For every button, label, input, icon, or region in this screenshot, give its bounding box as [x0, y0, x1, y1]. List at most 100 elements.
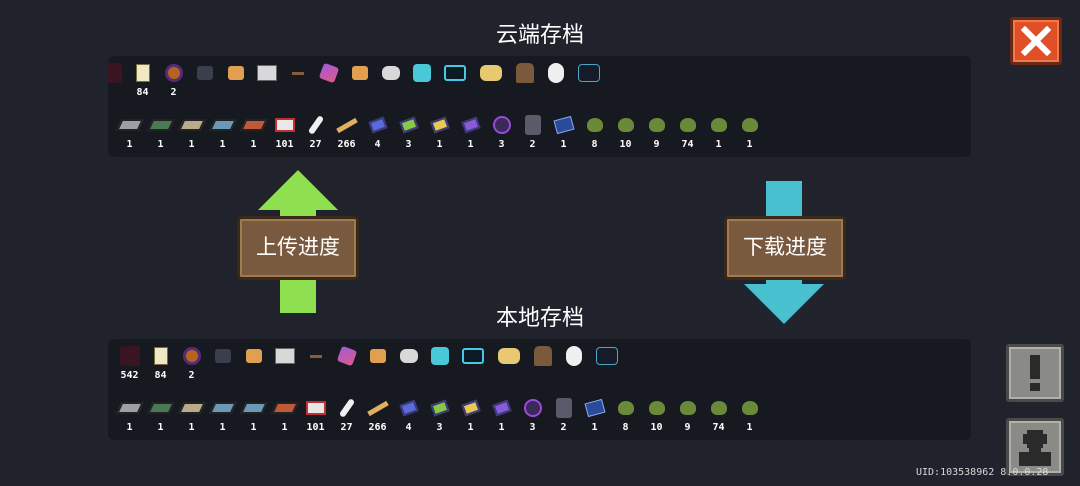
gray-cat-icon — [380, 62, 402, 84]
black-cat-icon — [578, 62, 600, 84]
orange-cat-icon — [225, 62, 247, 84]
inventory-slot: 1 — [145, 393, 176, 439]
robot-icon-shape — [555, 398, 572, 418]
item-count: 1 — [219, 139, 226, 150]
cyan-cat-icon — [411, 62, 433, 84]
item-count: 1 — [188, 139, 195, 150]
wood-stick-icon-shape — [366, 400, 389, 416]
book-icon — [552, 114, 575, 136]
cyan-cat-icon-shape — [430, 347, 449, 365]
sprout-icon-shape — [710, 118, 727, 132]
upload-progress-button[interactable]: 上传进度 — [237, 216, 359, 280]
dark-cat-icon — [194, 62, 216, 84]
alert-button[interactable] — [1006, 344, 1064, 402]
red-tile-icon — [239, 114, 268, 136]
mask-icon — [491, 114, 513, 136]
rocket-icon-shape — [336, 345, 357, 367]
profile-button[interactable] — [1006, 418, 1064, 476]
item-count: 10 — [650, 422, 663, 433]
inventory-slot: 1 — [579, 393, 610, 439]
inventory-slot — [300, 341, 331, 387]
item-count: 266 — [337, 139, 356, 150]
inventory-slot — [455, 341, 491, 387]
green-tile-icon-shape — [146, 402, 175, 414]
tv-pet-icon-shape — [462, 348, 484, 364]
inventory-slot: 1 — [176, 110, 207, 156]
card-icon-shape — [135, 64, 150, 82]
feather-icon-shape — [338, 398, 355, 418]
item-count: 2 — [170, 87, 177, 98]
inventory-slot — [375, 58, 406, 104]
inventory-slot: 8 — [579, 110, 610, 156]
item-count: 84 — [154, 370, 167, 381]
book-icon — [583, 397, 606, 419]
item-count: 4 — [374, 139, 381, 150]
item-count: 8 — [622, 422, 629, 433]
item-count: 3 — [436, 422, 443, 433]
inventory-slot — [362, 341, 393, 387]
item-count: 1 — [281, 422, 288, 433]
sprout-icon-shape — [741, 118, 758, 132]
item-count: 1 — [250, 422, 257, 433]
demon-pet-icon-shape — [108, 63, 122, 83]
inventory-slot: 9 — [672, 393, 703, 439]
teal-tile-icon — [208, 397, 237, 419]
inventory-slot: 2 — [176, 341, 207, 387]
cyan-cat-icon-shape — [412, 64, 431, 82]
inventory-slot: 1 — [114, 110, 145, 156]
inventory-slot — [589, 341, 625, 387]
close-icon — [1021, 26, 1051, 56]
gray-cat-icon-shape — [399, 349, 418, 363]
amulet-icon — [181, 345, 203, 367]
inventory-slot — [251, 58, 282, 104]
green-tile-icon-shape — [146, 119, 175, 131]
item-count: 542 — [120, 370, 139, 381]
inventory-slot — [331, 341, 362, 387]
sprout-icon-shape — [586, 118, 603, 132]
sprout-icon — [646, 397, 668, 419]
adventurer-icon — [514, 62, 536, 84]
sprout-icon — [677, 114, 699, 136]
item-count: 1 — [591, 422, 598, 433]
sprout-icon — [615, 114, 637, 136]
local-pets-row: 542 84 2 — [114, 341, 625, 387]
download-progress-button[interactable]: 下载进度 — [724, 216, 846, 280]
blue-card-icon-shape — [398, 399, 419, 417]
rocket-icon-shape — [318, 62, 339, 84]
teal-tile-icon-shape — [239, 402, 268, 414]
green-tile-icon — [146, 114, 175, 136]
inventory-slot: 1 — [734, 393, 765, 439]
local-save-title: 本地存档 — [495, 306, 584, 331]
sprout-icon — [646, 114, 668, 136]
item-count: 74 — [681, 139, 694, 150]
inventory-slot: 27 — [300, 110, 331, 156]
dark-cat-icon-shape — [214, 349, 231, 363]
orange-cat-icon-shape — [245, 349, 262, 363]
inventory-slot — [282, 58, 313, 104]
orange-cat-icon — [243, 345, 265, 367]
tan-tile-icon — [177, 397, 206, 419]
gold-pet-icon-shape — [498, 348, 520, 364]
snowman-icon — [563, 345, 585, 367]
purple-card-icon-shape — [491, 399, 512, 417]
book-icon-shape — [552, 115, 575, 135]
inventory-slot — [238, 341, 269, 387]
sprout-icon — [739, 397, 761, 419]
item-count: 9 — [684, 422, 691, 433]
item-count: 1 — [126, 422, 133, 433]
adventurer-icon-shape — [515, 63, 534, 83]
inventory-slot: 4 — [393, 393, 424, 439]
item-count: 2 — [188, 370, 195, 381]
dark-cat-icon — [212, 345, 234, 367]
close-button[interactable] — [1010, 17, 1062, 65]
adventurer-icon — [532, 345, 554, 367]
inventory-slot — [437, 58, 473, 104]
sprout-icon-shape — [679, 118, 696, 132]
chip-icon-shape — [305, 401, 326, 415]
green-card-icon — [398, 114, 420, 136]
tv-pet-icon-shape — [444, 65, 466, 81]
inventory-slot: 3 — [424, 393, 455, 439]
teal-tile-icon-shape — [208, 402, 237, 414]
